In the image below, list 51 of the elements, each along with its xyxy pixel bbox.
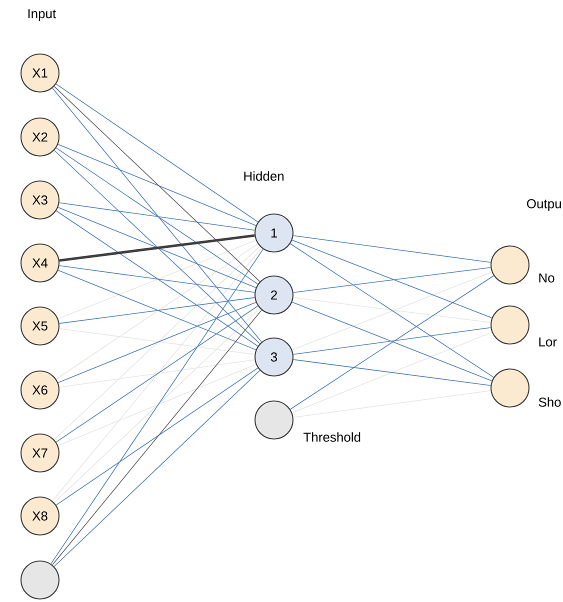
connection-line (56, 84, 258, 222)
connection-line (292, 240, 492, 318)
connection-line (54, 370, 260, 567)
neuron-circle (254, 400, 294, 440)
connection-line (54, 308, 260, 503)
connection-line (293, 267, 491, 293)
connection-line (50, 248, 264, 564)
connection-line (292, 332, 492, 414)
connection-line (58, 202, 256, 231)
connection-line (292, 359, 492, 386)
connection-line (292, 390, 492, 418)
connection-line (58, 328, 256, 355)
connection-line (290, 275, 494, 410)
node-caption: No (539, 273, 554, 283)
neuron-circle (490, 305, 530, 345)
node-caption: Lor (539, 337, 557, 347)
node-caption: Sho (538, 397, 561, 407)
connection-line (58, 302, 256, 384)
layer-heading: Input (28, 9, 56, 21)
connection-line (56, 368, 258, 506)
connection-line (58, 144, 256, 226)
connection-line (58, 364, 256, 446)
layer-heading: Hidden (244, 171, 284, 181)
connection-line (292, 302, 492, 382)
node-caption: Threshold (304, 432, 360, 442)
connection-line (56, 210, 258, 347)
connection-line (56, 306, 258, 442)
connection-line (52, 310, 262, 566)
connection-line (58, 297, 256, 324)
connection-line (58, 270, 256, 350)
layer-heading: Outpu (527, 199, 561, 211)
neuron-circle (20, 560, 60, 600)
neuron-circle (490, 245, 530, 285)
neuron-circle (490, 368, 530, 408)
connection-line (290, 243, 494, 378)
connection-line (54, 246, 260, 440)
connection-line (59, 234, 255, 262)
connection-line (292, 272, 492, 350)
connection-line (58, 265, 256, 293)
connection-line (56, 244, 258, 380)
connection-line (54, 150, 260, 344)
connection-line (292, 235, 492, 263)
connection-line (52, 88, 262, 342)
connection-line (52, 248, 262, 502)
connection-line (58, 359, 256, 388)
connection-line (58, 206, 256, 288)
connection-line (58, 240, 256, 320)
connection-line (56, 148, 258, 284)
connection-line (54, 86, 260, 282)
connection-line (292, 327, 492, 355)
connection-line (293, 297, 491, 323)
